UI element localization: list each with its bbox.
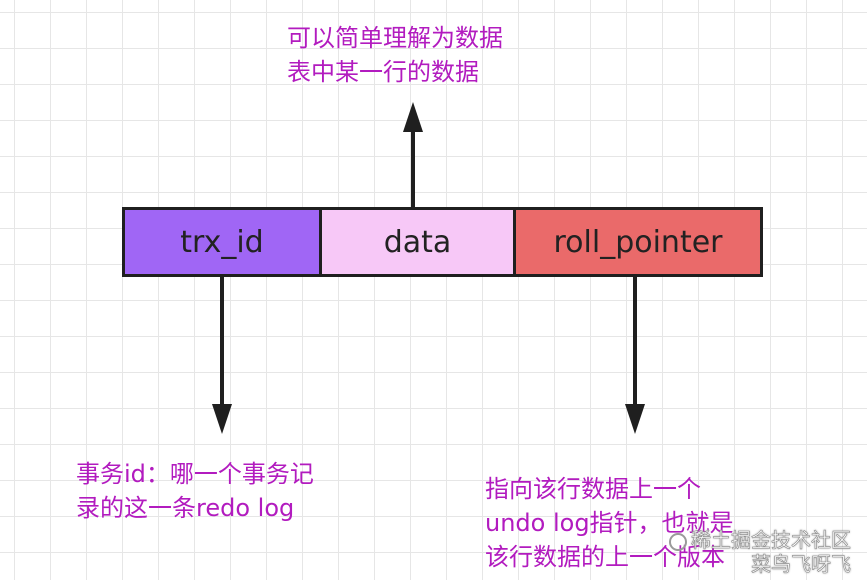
arrow-down-roll-pointer bbox=[625, 277, 645, 434]
data-annotation-line-1: 可以简单理解为数据 bbox=[287, 24, 503, 52]
watermark-logo-icon bbox=[669, 532, 687, 551]
data-annotation: 可以简单理解为数据 表中某一行的数据 bbox=[287, 21, 503, 89]
data-annotation-line-2: 表中某一行的数据 bbox=[287, 58, 479, 86]
roll-pointer-annotation-line-1: 指向该行数据上一个 bbox=[485, 475, 701, 503]
row-structure: trx_id data roll_pointer bbox=[122, 207, 763, 277]
trx-id-annotation-line-1: 事务id：哪一个事务记 bbox=[76, 460, 314, 488]
roll-pointer-annotation: 指向该行数据上一个 undo log指针，也就是 该行数据的上一个版本 bbox=[485, 472, 734, 574]
field-trx-id-label: trx_id bbox=[180, 224, 264, 260]
arrow-up-data bbox=[403, 102, 423, 207]
roll-pointer-annotation-line-2: undo log指针，也就是 bbox=[485, 509, 734, 537]
field-trx-id: trx_id bbox=[125, 210, 319, 274]
watermark-line-1-text: 稀土掘金技术社区 bbox=[691, 528, 852, 553]
field-roll-pointer-label: roll_pointer bbox=[553, 224, 723, 260]
field-data-label: data bbox=[383, 224, 452, 260]
watermark: 稀土掘金技术社区 菜鸟飞呀飞 bbox=[669, 528, 851, 576]
field-data: data bbox=[319, 210, 513, 274]
arrow-down-trx-id bbox=[212, 277, 232, 434]
watermark-line-2: 菜鸟飞呀飞 bbox=[751, 552, 852, 577]
watermark-line-1: 稀土掘金技术社区 bbox=[669, 528, 851, 552]
field-roll-pointer: roll_pointer bbox=[513, 210, 760, 274]
trx-id-annotation-line-2: 录的这一条redo log bbox=[76, 494, 295, 522]
trx-id-annotation: 事务id：哪一个事务记 录的这一条redo log bbox=[76, 457, 314, 525]
